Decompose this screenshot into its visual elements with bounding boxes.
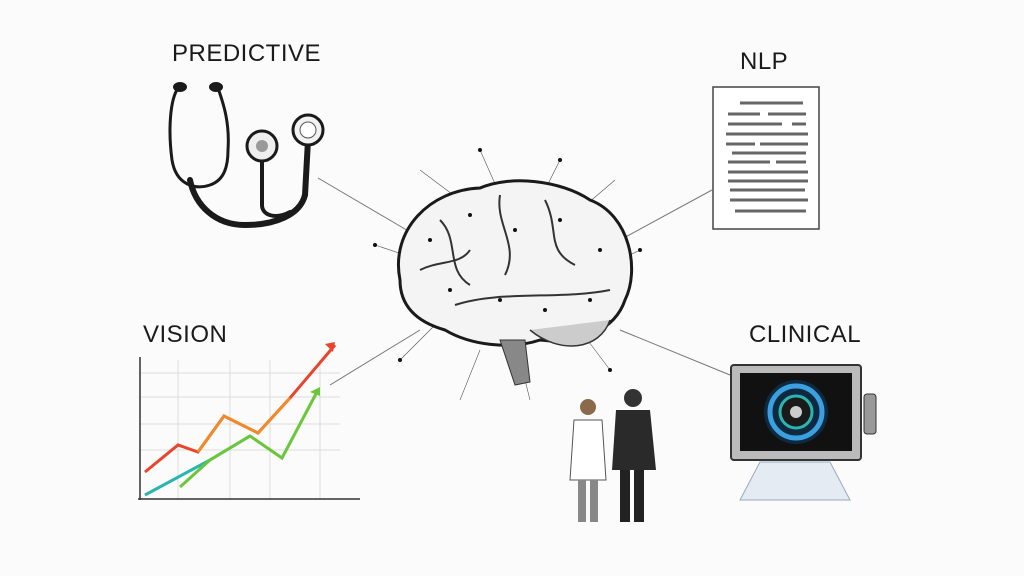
- node-label-nlp: NLP: [740, 48, 789, 75]
- node-label-predictive: PREDICTIVE: [172, 40, 322, 67]
- node-label-vision: VISION: [143, 321, 228, 348]
- node-label-clinical: CLINICAL: [749, 321, 862, 348]
